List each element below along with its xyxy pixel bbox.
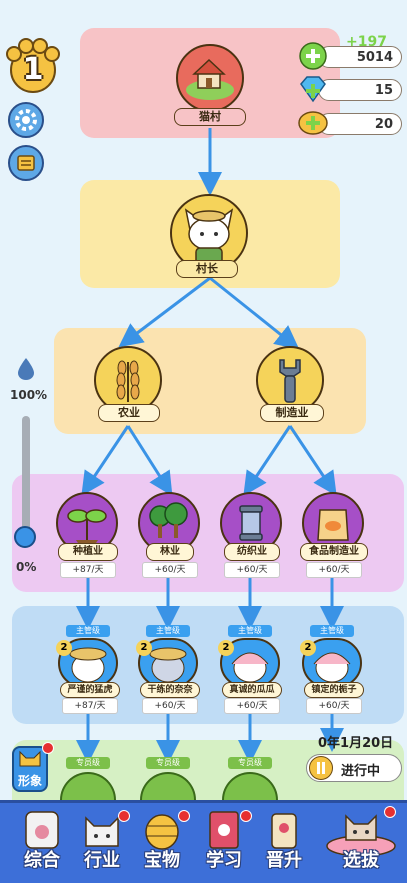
sector-agriculture-label: 农业 <box>98 404 160 422</box>
tab-promotion[interactable]: 晋升 <box>254 806 314 878</box>
gauge-top-label: 100% <box>10 388 48 402</box>
staff-2-rank: 专员级 <box>146 757 190 769</box>
manager-4-level: 2 <box>300 640 316 656</box>
tab-overview-label: 综合 <box>24 850 60 871</box>
level-number: 1 <box>22 52 44 87</box>
tab-selection[interactable]: 选拔 <box>322 806 400 878</box>
tab-treasure-label: 宝物 <box>144 850 180 871</box>
manager-3-name: 真诚的瓜瓜 <box>222 682 282 698</box>
tab-industry[interactable]: 行业 <box>72 806 132 878</box>
chief-label: 村长 <box>176 260 238 278</box>
tab-study-badge <box>240 810 252 822</box>
status-label: 进行中 <box>341 764 381 779</box>
industry-forestry-label: 林业 <box>146 543 194 561</box>
wheat-icon <box>116 360 140 402</box>
cat-face-icon <box>19 750 41 767</box>
chief-node[interactable] <box>170 194 248 272</box>
gems-add-button[interactable] <box>298 74 328 104</box>
manager-4-rank: 主管级 <box>310 625 354 637</box>
industry-food-label: 食品制造业 <box>300 543 368 561</box>
appearance-label: 形象 <box>17 774 42 788</box>
coins-counter: 5014 <box>318 46 402 68</box>
manager-4-rate: +60/天 <box>306 698 362 714</box>
manager-2-rank: 主管级 <box>146 625 190 637</box>
status-button[interactable]: 进行中 <box>306 754 402 782</box>
farmhouse-icon <box>186 58 234 100</box>
beehive-icon <box>145 814 179 850</box>
tab-selection-label: 选拔 <box>343 850 379 871</box>
manager-2-rate: +60/天 <box>142 698 198 714</box>
menu-button[interactable] <box>8 145 44 181</box>
manager-4-name: 镇定的栀子 <box>304 682 364 698</box>
industry-planting-label: 种植业 <box>58 543 118 561</box>
gear-icon <box>15 109 37 131</box>
manager-2-name: 干练的奈奈 <box>140 682 200 698</box>
staff-3-rank: 专员级 <box>228 757 272 769</box>
industry-food-rate: +60/天 <box>306 562 362 578</box>
paw-icon <box>6 38 60 93</box>
gauge-knob[interactable] <box>14 526 36 548</box>
cat-hat-icon <box>69 647 107 683</box>
cat-in-basket-icon <box>326 814 396 857</box>
manager-1-rate: +87/天 <box>62 698 118 714</box>
trees-icon <box>149 502 188 538</box>
cat-hat-icon <box>149 647 187 683</box>
scroll-icon <box>271 813 297 849</box>
plus-icon <box>299 42 327 70</box>
tickets-add-button[interactable] <box>298 108 328 138</box>
book-icon <box>209 811 239 849</box>
manager-3-rate: +60/天 <box>224 698 280 714</box>
gem-plus-icon <box>300 76 326 103</box>
tab-promotion-label: 晋升 <box>266 850 302 871</box>
cat-bonnet-icon <box>313 652 351 683</box>
staff-1-rank: 专员级 <box>66 757 110 769</box>
appearance-button[interactable]: 形象 <box>12 746 48 792</box>
list-icon <box>17 155 35 171</box>
tab-overview[interactable]: 综合 <box>12 806 72 878</box>
paw-card-icon <box>25 811 59 849</box>
manager-3-rank: 主管级 <box>228 625 272 637</box>
ticket-plus-icon <box>298 111 328 135</box>
manager-1-name: 严谨的猛虎 <box>60 682 120 698</box>
village-node[interactable] <box>176 44 244 112</box>
settings-button[interactable] <box>8 102 44 138</box>
industry-textile-rate: +60/天 <box>224 562 280 578</box>
industry-textile-label: 纺织业 <box>224 543 280 561</box>
industry-planting-rate: +87/天 <box>60 562 116 578</box>
manager-1-rank: 主管级 <box>66 625 110 637</box>
tab-study-label: 学习 <box>206 850 242 871</box>
manager-1-level: 2 <box>56 640 72 656</box>
manager-2-level: 2 <box>136 640 152 656</box>
industry-forestry-rate: +60/天 <box>142 562 198 578</box>
tab-industry-label: 行业 <box>84 850 120 871</box>
food-bag-icon <box>317 509 349 541</box>
cat-head-icon <box>85 816 119 847</box>
tickets-counter: 20 <box>318 113 402 135</box>
tab-treasure-badge <box>178 810 190 822</box>
drop-icon <box>18 358 34 380</box>
appearance-badge <box>42 742 54 754</box>
tab-selection-badge <box>384 806 396 818</box>
gauge-track <box>22 416 30 540</box>
gauge-bottom-label: 0% <box>16 560 37 574</box>
manager-3-level: 2 <box>218 640 234 656</box>
wrench-icon <box>279 359 301 403</box>
sector-manufacturing-node[interactable] <box>256 346 324 414</box>
gems-counter: 15 <box>318 79 402 101</box>
game-date: 0年1月20日 <box>318 736 394 751</box>
village-label: 猫村 <box>174 108 246 126</box>
level-badge[interactable]: 1 <box>4 38 62 94</box>
cat-chief-icon <box>184 208 234 265</box>
spool-icon <box>239 505 263 541</box>
coins-add-button[interactable] <box>298 41 328 71</box>
sector-manufacturing-label: 制造业 <box>260 404 324 422</box>
tab-treasure[interactable]: 宝物 <box>132 806 192 878</box>
tab-industry-badge <box>118 810 130 822</box>
tab-study[interactable]: 学习 <box>194 806 254 878</box>
pause-icon <box>309 756 333 780</box>
